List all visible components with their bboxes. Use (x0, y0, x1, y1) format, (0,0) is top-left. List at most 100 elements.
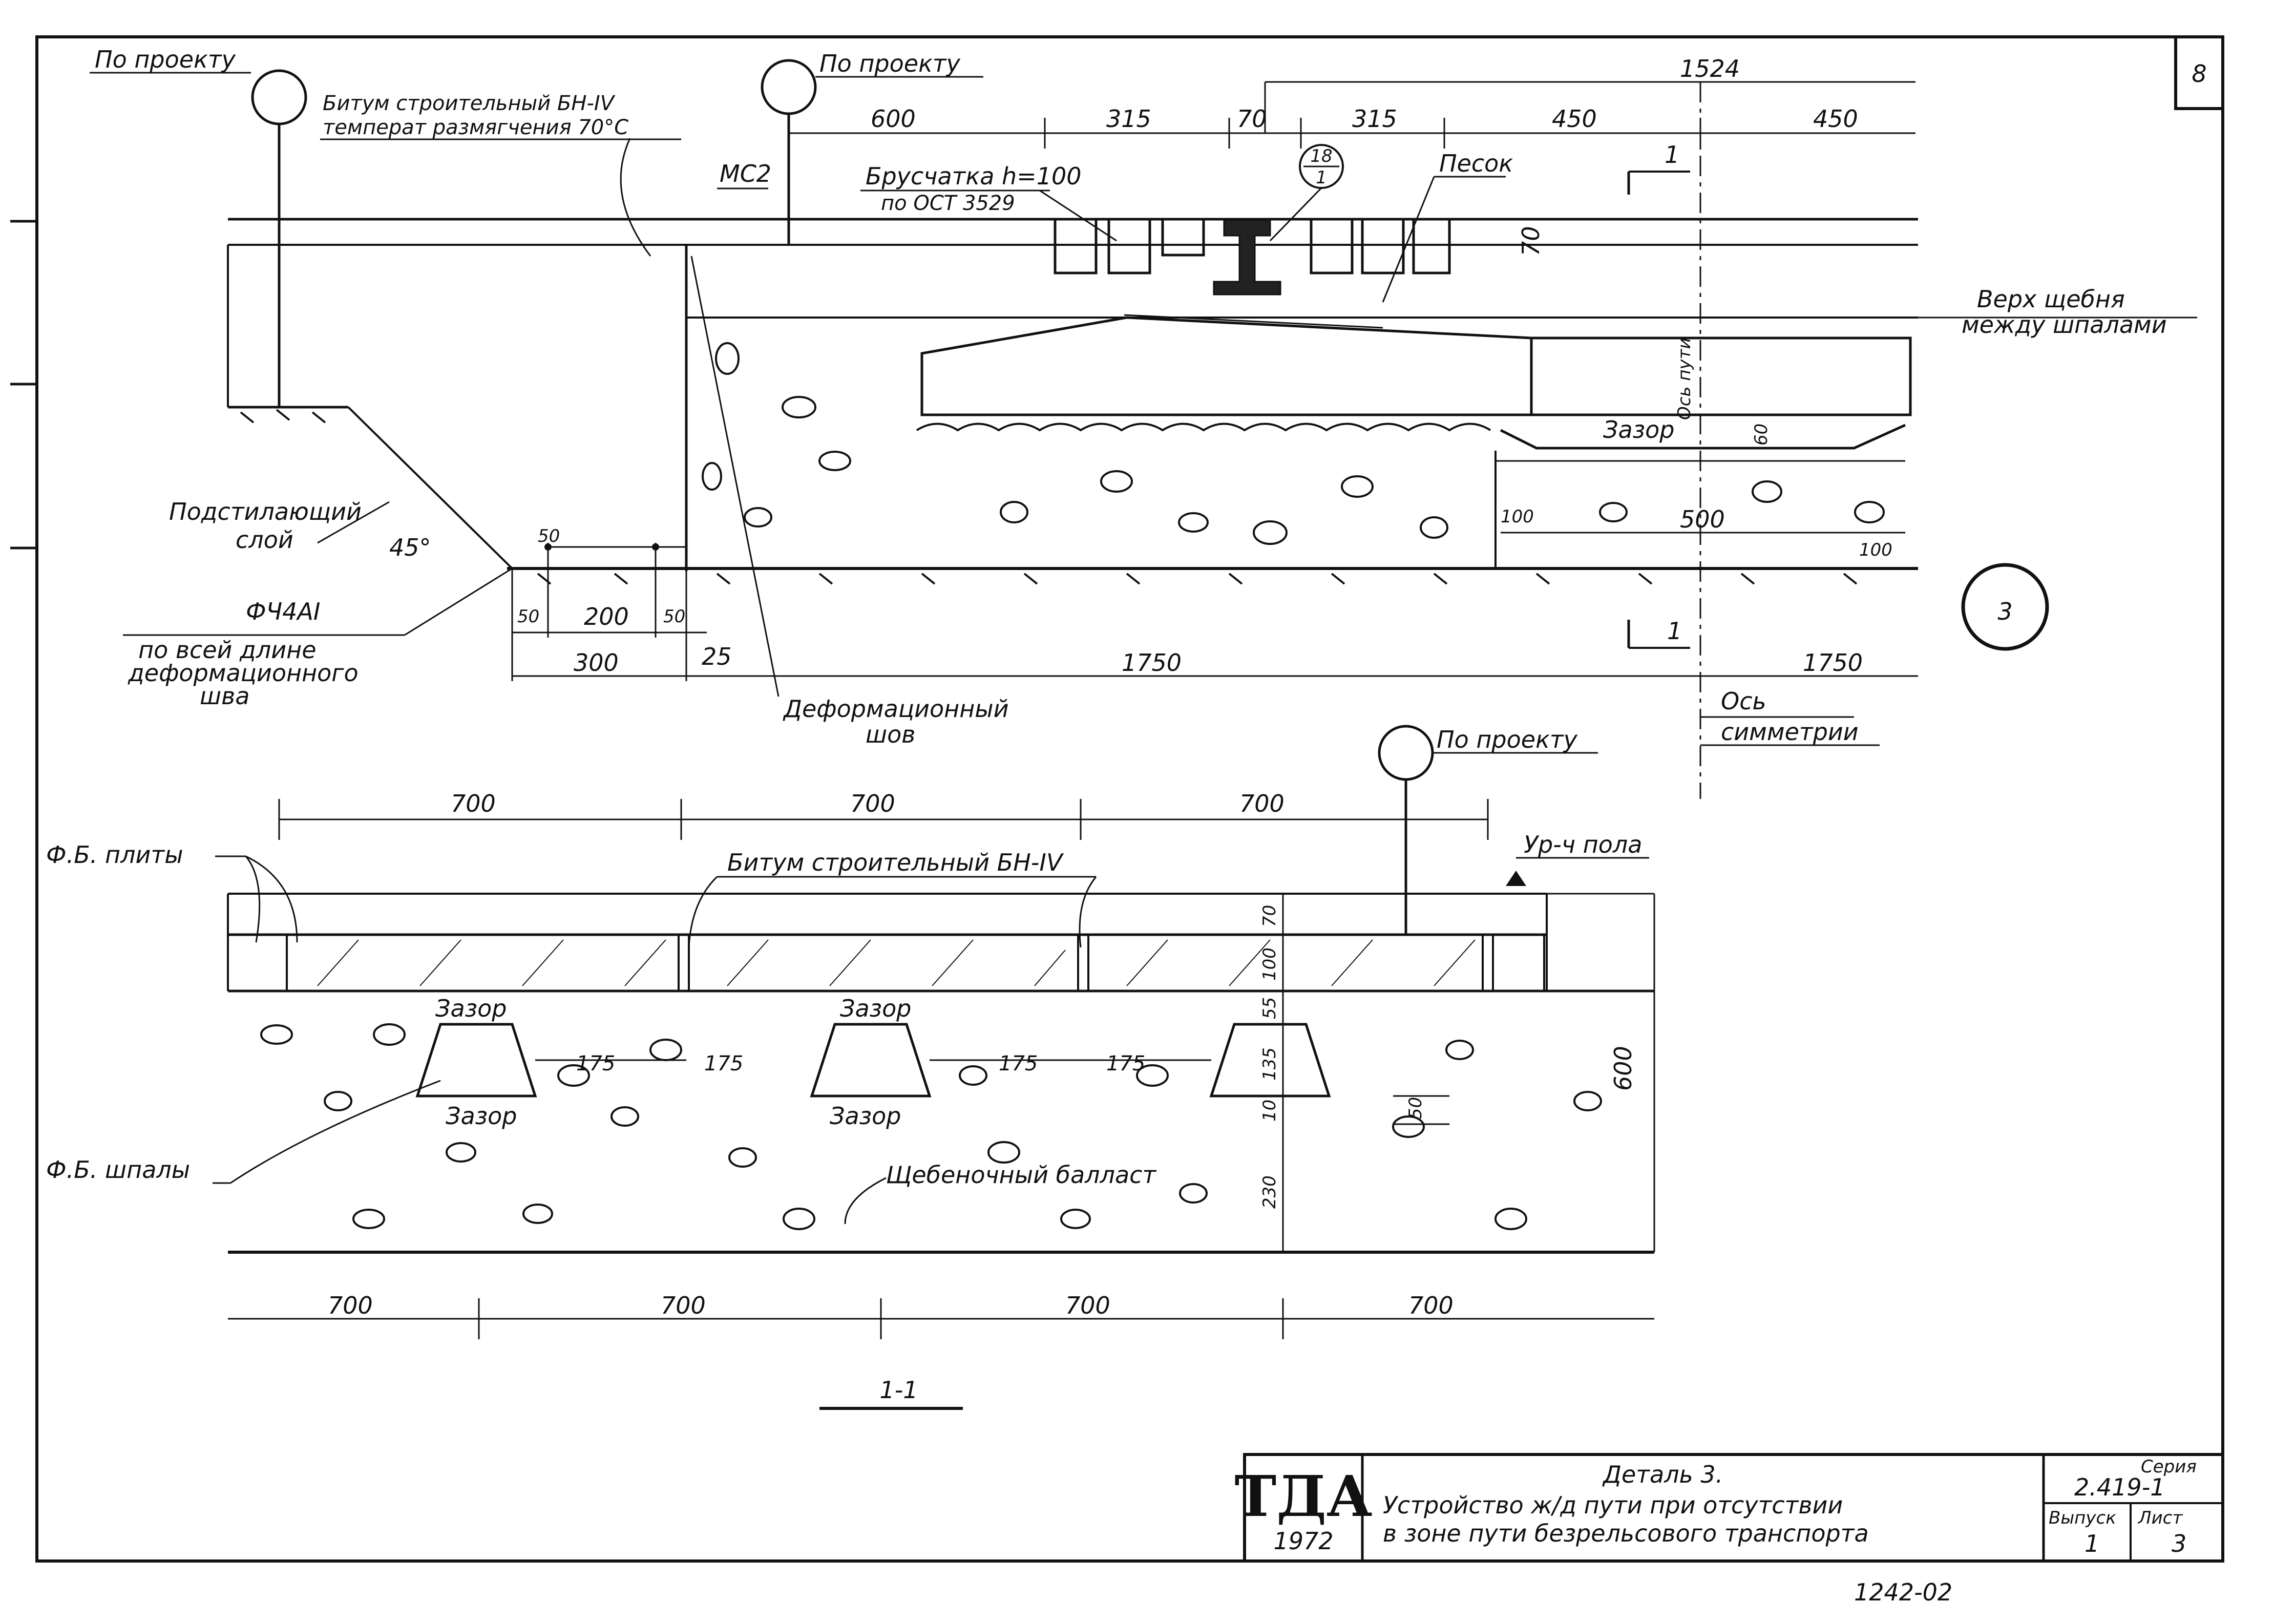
dim-v-100: 100 (1259, 947, 1280, 981)
top-section: По проекту По проекту Битум строительный… (90, 46, 2197, 799)
label-zazor-top: Зазор (1603, 416, 1674, 444)
dim-60: 60 (1751, 424, 1772, 446)
label-verh-2: между шпалами (1962, 311, 2167, 339)
dim-1750a: 1750 (1122, 649, 1182, 677)
sheet-number: 8 (2192, 60, 2206, 88)
dim-315b: 315 (1352, 105, 1397, 133)
label-fchai-1: ФЧ4АI (246, 598, 320, 625)
dim-100l: 100 (1501, 507, 1534, 527)
dim-450b: 450 (1813, 105, 1858, 133)
label-fchai-2: по всей длине (138, 636, 317, 664)
label-bruschatka-1: Брусчатка h=100 (866, 162, 1082, 190)
label-podstil-2: слой (236, 526, 293, 554)
dim-1750b: 1750 (1803, 649, 1863, 677)
dim-175-2: 175 (704, 1052, 743, 1075)
label-podstil-1: Подстилающий (169, 498, 362, 525)
desc-line-1: Устройство ж/д пути при отсутствии (1383, 1491, 1843, 1519)
rail (1213, 219, 1281, 296)
section-mark-top: 1 (1665, 141, 1679, 168)
dim-600: 600 (871, 105, 916, 133)
sheet-frame (35, 35, 2224, 1563)
dim-175-4: 175 (1106, 1052, 1145, 1075)
dim-v-70: 70 (1259, 905, 1280, 927)
label-angle: 45° (389, 534, 431, 561)
label-deform-1: Деформационный (783, 695, 1009, 723)
label-ms2: МС2 (720, 160, 771, 187)
dim-50: 50 (1405, 1097, 1426, 1119)
label-fb-shpaly: Ф.Б. шпалы (46, 1156, 190, 1184)
detail-title: Деталь 3. (1602, 1461, 1723, 1488)
label-os-puti: Ось пути (1674, 338, 1695, 420)
label-zazor-1: Зазор (435, 995, 507, 1022)
dim-300: 300 (574, 649, 619, 677)
label-po-proektu-mid: По проекту (819, 50, 961, 77)
dim-175-1: 175 (576, 1052, 615, 1075)
dim-v-10: 10 (1259, 1100, 1280, 1122)
detail-circle (1961, 563, 2049, 651)
sheet-value: 3 (2172, 1530, 2186, 1557)
label-po-proektu-bottom: По проекту (1437, 726, 1578, 753)
dim-bottom-1: 700 (328, 1292, 373, 1319)
detail-circle-number: 3 (1997, 598, 2012, 625)
series-value: 2.419-1 (2074, 1473, 2165, 1501)
dim-50a: 50 (538, 526, 560, 546)
label-bruschatka-2: по ОСТ 3529 (881, 192, 1015, 215)
label-os-simm-2: симметрии (1721, 718, 1859, 746)
dim-top-2: 700 (850, 790, 895, 817)
sheet-number-box (2174, 35, 2224, 110)
label-fchai-4: шва (200, 682, 249, 710)
label-fchai-3: деформационного (128, 659, 359, 687)
label-uroven-pola: Ур-ч пола (1524, 831, 1642, 858)
section-mark-bottom: 1 (1667, 617, 1682, 645)
dim-175-3: 175 (999, 1052, 1038, 1075)
dim-25: 25 (702, 643, 732, 670)
label-ballast: Щебеночный балласт (886, 1161, 1156, 1189)
dim-500: 500 (1680, 505, 1725, 533)
desc-line-2: в зоне пути безрельсового транспорта (1383, 1520, 1869, 1547)
dim-200: 200 (584, 603, 629, 630)
callout-top: 18 (1310, 146, 1332, 166)
label-bitum-2: температ размягчения 70°С (323, 116, 628, 139)
org-stamp: ТДА (1234, 1463, 1372, 1529)
dim-top-3: 700 (1239, 790, 1285, 817)
label-os-simm-1: Ось (1721, 687, 1766, 715)
dim-top-1: 700 (451, 790, 496, 817)
dim-bottom-3: 700 (1065, 1292, 1110, 1319)
footer-code: 1242-02 (1854, 1578, 1952, 1606)
dim-v-135: 135 (1259, 1047, 1280, 1081)
label-zazor-3: Зазор (446, 1102, 517, 1130)
dim-50b: 50 (517, 606, 539, 627)
dim-v-55: 55 (1259, 997, 1280, 1019)
dim-315a: 315 (1106, 105, 1151, 133)
label-bitum-bottom: Битум строительный БН-IV (727, 849, 1064, 876)
dim-450a: 450 (1552, 105, 1597, 133)
label-fb-plity: Ф.Б. плиты (46, 841, 183, 869)
label-verh-1: Верх щебня (1977, 285, 2125, 313)
label-deform-2: шов (866, 721, 915, 748)
dim-70a: 70 (1237, 105, 1267, 133)
label-pesok: Песок (1439, 150, 1513, 177)
label-po-proektu-left: По проекту (95, 46, 236, 73)
label-zazor-4: Зазор (830, 1102, 901, 1130)
dim-v-230: 230 (1259, 1175, 1280, 1209)
label-zazor-2: Зазор (840, 995, 911, 1022)
dim-bottom-2: 700 (661, 1292, 706, 1319)
dim-600-bottom: 600 (1609, 1046, 1637, 1091)
dim-100r: 100 (1859, 540, 1892, 560)
dim-50c: 50 (663, 606, 685, 627)
section-title: 1-1 (879, 1376, 918, 1404)
dim-70v: 70 (1517, 226, 1545, 256)
issue-value: 1 (2084, 1530, 2099, 1557)
issue-label: Выпуск (2049, 1508, 2116, 1528)
sleeper (920, 316, 1533, 416)
series-label: Серия (2141, 1457, 2197, 1477)
dim-1524: 1524 (1680, 55, 1740, 82)
year: 1972 (1273, 1527, 1333, 1555)
label-bitum-1: Битум строительный БН-IV (323, 92, 616, 115)
bottom-section: 700 700 700 По проекту Ф.Б. плиты Битум … (46, 725, 1655, 1410)
callout-bottom: 1 (1316, 167, 1327, 188)
dim-bottom-4: 700 (1408, 1292, 1454, 1319)
title-block: ТДА 1972 Деталь 3. Устройство ж/д пути п… (1234, 1453, 2224, 1563)
sheet-label: Лист (2137, 1508, 2183, 1528)
